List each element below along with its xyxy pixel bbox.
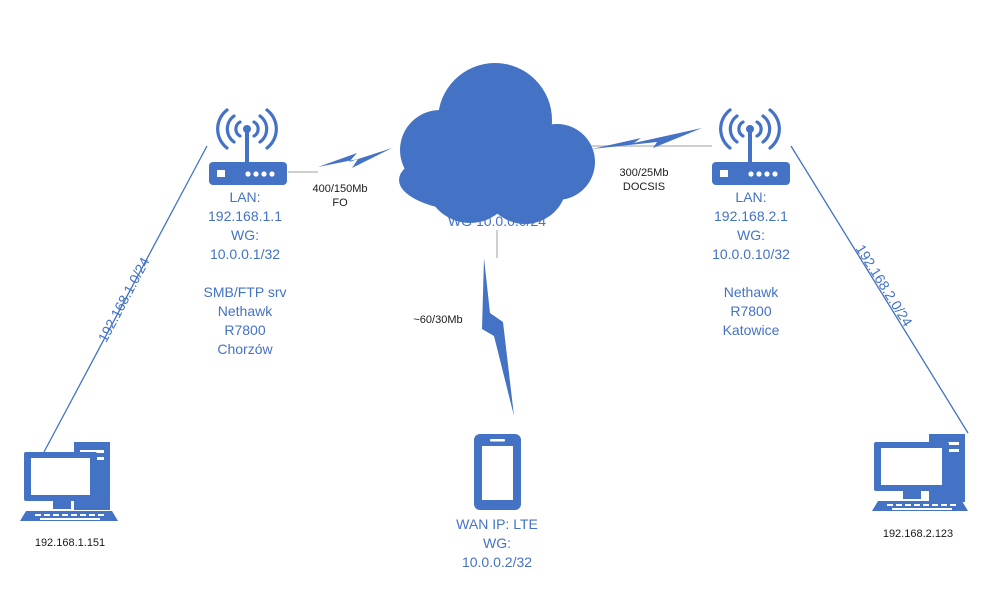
router-left-line: 10.0.0.1/32 bbox=[209, 246, 281, 262]
lightning-link-icon bbox=[482, 258, 514, 416]
desktop-computer-icon bbox=[872, 434, 968, 511]
link-right-speed: 300/25Mb bbox=[619, 167, 669, 179]
subnet-label-left: 192.168.1.0/24 bbox=[95, 254, 153, 344]
subnet-label-right: 192.168.2.0/24 bbox=[853, 241, 916, 329]
link-left-label: 400/150Mb FO bbox=[312, 182, 367, 210]
router-right-line: Nethawk bbox=[723, 284, 779, 300]
router-right-line: 10.0.0.10/32 bbox=[712, 246, 790, 262]
lightning-link-icon bbox=[592, 128, 702, 149]
router-left-info: LAN: 192.168.1.1 WG: 10.0.0.1/32 SMB/FTP… bbox=[204, 188, 287, 359]
phone-line: WAN IP: LTE bbox=[456, 516, 538, 532]
router-icon bbox=[712, 108, 790, 185]
router-left-line: 192.168.1.1 bbox=[208, 208, 282, 224]
router-left-line: Nethawk bbox=[217, 303, 273, 319]
router-right-line: WG: bbox=[736, 227, 765, 243]
router-left-line: R7800 bbox=[224, 322, 266, 338]
cloud-icon bbox=[399, 63, 595, 224]
link-right-label: 300/25Mb DOCSIS bbox=[620, 166, 669, 194]
phone-line: WG: bbox=[483, 535, 511, 551]
computer-left-ip: 192.168.1.151 bbox=[34, 537, 106, 549]
smartphone-icon bbox=[474, 434, 521, 510]
router-left-line: Chorzów bbox=[217, 341, 273, 357]
subnet-line-left bbox=[43, 145, 208, 453]
computer-right-ip: 192.168.2.123 bbox=[882, 528, 954, 540]
router-left-line: LAN: bbox=[229, 189, 261, 205]
router-right-line: Katowice bbox=[722, 322, 780, 338]
router-right-line: R7800 bbox=[730, 303, 772, 319]
desktop-computer-icon bbox=[20, 442, 118, 521]
link-right-type: DOCSIS bbox=[622, 181, 666, 193]
router-right-line bbox=[712, 264, 790, 283]
phone-info: WAN IP: LTE WG: 10.0.0.2/32 bbox=[456, 515, 538, 572]
connector-lines bbox=[288, 145, 712, 258]
router-right-line: 192.168.2.1 bbox=[714, 208, 788, 224]
router-left-line: SMB/FTP srv bbox=[203, 284, 287, 300]
lightning-link-icon bbox=[318, 148, 392, 168]
link-left-speed: 400/150Mb bbox=[312, 183, 368, 195]
phone-line: 10.0.0.2/32 bbox=[461, 554, 533, 570]
link-mobile-label: ~60/30Mb bbox=[413, 314, 463, 326]
router-right-info: LAN: 192.168.2.1 WG: 10.0.0.10/32 Nethaw… bbox=[712, 188, 790, 340]
router-left-line: WG: bbox=[231, 227, 259, 243]
router-left-line bbox=[204, 264, 287, 283]
router-icon bbox=[209, 108, 287, 185]
cloud-label: WG 10.0.0.0/24 bbox=[447, 213, 547, 229]
router-right-line: LAN: bbox=[735, 189, 767, 205]
link-left-type: FO bbox=[332, 197, 348, 209]
subnet-line-right bbox=[790, 145, 969, 434]
